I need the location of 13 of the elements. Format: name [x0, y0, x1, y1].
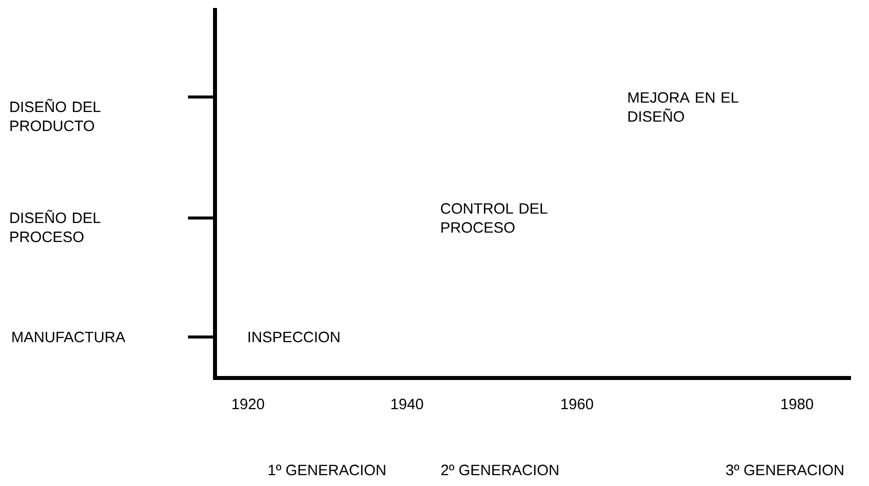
year-label: 1960	[561, 398, 594, 410]
generation-label: 2º GENERACION	[441, 464, 558, 476]
stage-label: CONTROL DEL PROCESO	[440, 203, 548, 233]
generation-label: 3º GENERACION	[726, 464, 844, 476]
axis-level-label: MANUFACTURA	[12, 332, 126, 342]
axis-level-label: DISEÑO DEL PRODUCTO	[10, 98, 100, 132]
generation-label: 1º GENERACION	[268, 464, 386, 476]
stage-label: INSPECCION	[248, 332, 340, 342]
year-label: 1920	[232, 398, 264, 410]
stage-label: MEJORA EN EL DISEÑO	[628, 92, 738, 122]
axis-level-label: DISEÑO DEL PROCESO	[10, 210, 100, 242]
year-label: 1980	[781, 398, 814, 410]
year-label: 1940	[391, 398, 424, 410]
